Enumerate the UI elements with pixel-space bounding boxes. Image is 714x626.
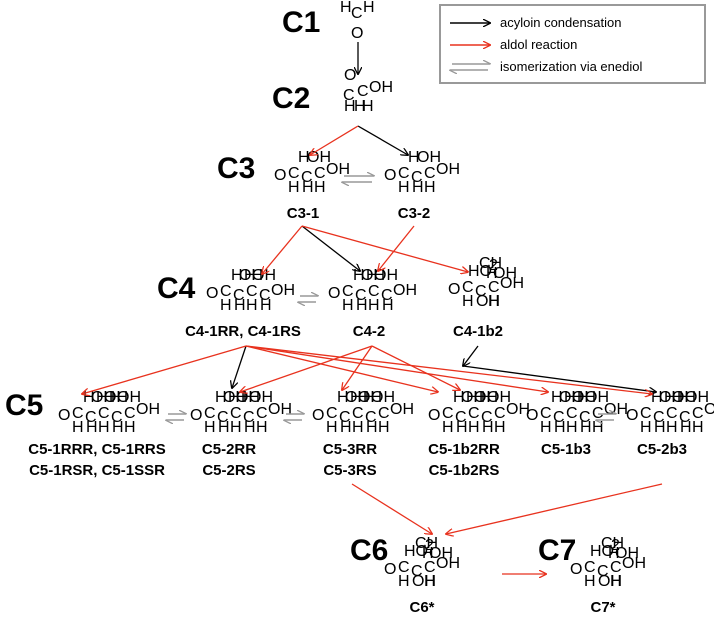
acyloin-arrow-c4-1b2-c5-2b3-b xyxy=(462,365,656,392)
compound-label-c5-1b3: C5-1b3 xyxy=(541,441,591,458)
aldol-arrow-c4-1-c5-1 xyxy=(82,345,247,394)
aldol-arrow-c4-2-c5-2 xyxy=(240,345,373,392)
aldol-arrow-c5-3-c6 xyxy=(351,483,432,534)
isomerization-arrow-c5-1b3-c5-2b3 xyxy=(596,414,616,420)
molecule-c5-1b3 xyxy=(526,389,628,436)
legend-aldol-label: aldol reaction xyxy=(500,37,577,52)
level-label-c7: C7 xyxy=(538,534,576,567)
compound-label-c5-2-line1: C5-2RR xyxy=(202,441,256,458)
compound-label-c5-2-line2: C5-2RS xyxy=(202,462,255,479)
molecule-c1 xyxy=(340,0,375,42)
aldol-arrow-c4-1-c5-3 xyxy=(245,345,438,392)
aldol-arrow-c5-2b3-c6 xyxy=(446,483,663,534)
isomerization-arrow-c5-1-c5-2 xyxy=(166,414,186,420)
compound-label-c4-2: C4-2 xyxy=(353,323,386,340)
molecule-c2 xyxy=(343,67,393,115)
molecule-c4-2 xyxy=(328,267,417,314)
molecule-c5-3 xyxy=(312,389,414,436)
isomerization-arrow-c5-2-c5-3 xyxy=(284,414,304,420)
compound-label-c6: C6* xyxy=(409,599,434,616)
aldol-arrow-c4-2-c5-3 xyxy=(342,345,373,390)
compound-label-c3-1: C3-1 xyxy=(287,205,320,222)
molecule-c5-2b3 xyxy=(626,389,714,436)
aldol-arrow-c3-1-c4-1b2 xyxy=(301,225,468,272)
compound-label-c7: C7* xyxy=(590,599,615,616)
molecule-c6 xyxy=(384,535,460,590)
aldol-arrow-c3-1-c4-1 xyxy=(262,225,303,274)
level-label-c3: C3 xyxy=(217,152,255,185)
acyloin-arrow-c2-c3-2 xyxy=(357,125,408,155)
molecule-c7 xyxy=(570,535,646,590)
compound-label-c5-1b2-line1: C5-1b2RR xyxy=(428,441,500,458)
acyloin-arrow-c3-1-c4-2 xyxy=(301,225,360,271)
level-label-c5: C5 xyxy=(5,389,43,422)
compound-label-c5-1-line1: C5-1RRR, C5-1RRS xyxy=(28,441,166,458)
compound-label-c4-1b2: C4-1b2 xyxy=(453,323,503,340)
compound-label-c3-2: C3-2 xyxy=(398,205,431,222)
legend-isomerization-swatch xyxy=(450,64,490,70)
legend-acyloin-label: acyloin condensation xyxy=(500,15,621,30)
molecule-c5-2 xyxy=(190,389,292,436)
isomerization-arrow-c4 xyxy=(298,296,318,302)
aldol-arrow-c4-2-c5-1b2 xyxy=(371,345,460,390)
molecule-c3-1 xyxy=(274,149,350,196)
compound-label-c5-1b2-line2: C5-1b2RS xyxy=(429,462,500,479)
molecule-c4-1b2 xyxy=(448,255,524,310)
molecule-c4-1 xyxy=(206,267,295,314)
level-label-c4: C4 xyxy=(157,272,196,305)
molecule-c5-1 xyxy=(58,389,160,436)
compound-label-c5-3-line1: C5-3RR xyxy=(323,441,377,458)
molecule-c5-1b2 xyxy=(428,389,530,436)
compound-label-c5-2b3: C5-2b3 xyxy=(637,441,687,458)
acyloin-arrow-c4-1-c5-2 xyxy=(232,345,247,388)
aldol-arrow-c3-2-c4-2 xyxy=(378,225,415,271)
compound-label-c4-1: C4-1RR, C4-1RS xyxy=(185,323,301,340)
aldol-arrow-c4-1-c5-2b3 xyxy=(245,345,652,394)
isomerization-arrow-c3 xyxy=(342,176,374,182)
compound-label-c5-3-line2: C5-3RS xyxy=(323,462,376,479)
level-label-c2: C2 xyxy=(272,82,310,115)
aldol-arrow-c2-c3-1 xyxy=(310,125,359,155)
aldol-arrow-c4-1-c5-1b3 xyxy=(245,345,548,392)
legend-isomerization-label: isomerization via enediol xyxy=(500,59,642,74)
level-label-c6: C6 xyxy=(350,534,388,567)
compound-label-c5-1-line2: C5-1RSR, C5-1SSR xyxy=(29,462,165,479)
molecule-c3-2 xyxy=(384,149,460,196)
legend: acyloin condensation aldol reaction isom… xyxy=(439,4,706,84)
level-label-c1: C1 xyxy=(282,6,320,39)
acyloin-arrow-c4-1b2-c5-2b3 xyxy=(463,345,479,366)
